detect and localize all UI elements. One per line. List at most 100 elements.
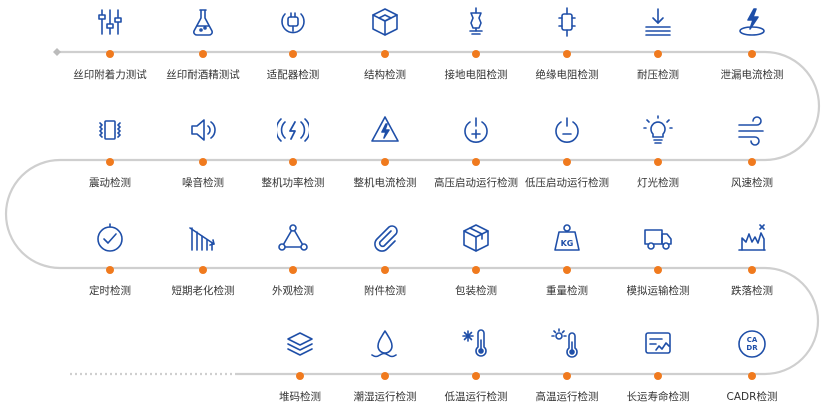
item-label: 跌落检测 (731, 285, 773, 297)
item-label: 重量检测 (546, 285, 588, 297)
step-dot (381, 50, 389, 58)
inspection-item[interactable]: 低温运行检测 (426, 328, 526, 418)
inspection-item[interactable]: 短期老化检测 (153, 222, 253, 312)
inspection-item[interactable]: 接地电阻检测 (426, 6, 526, 96)
item-label: 包装检测 (455, 285, 497, 297)
item-label: 低温运行检测 (444, 391, 508, 403)
step-dot (654, 50, 662, 58)
inspection-item[interactable]: 结构检测 (335, 6, 435, 96)
step-dot (472, 372, 480, 380)
inspection-item[interactable]: 模拟运输检测 (608, 222, 708, 312)
inspection-item[interactable]: 高压启动运行检测 (426, 114, 526, 204)
triangle-nodes-icon (277, 222, 309, 254)
inspection-item[interactable]: 噪音检测 (153, 114, 253, 204)
delivery-truck-icon (642, 222, 674, 254)
inspection-item[interactable]: 绝缘电阻检测 (517, 6, 617, 96)
inspection-item[interactable]: 外观检测 (243, 222, 343, 312)
inspection-item[interactable]: 整机电流检测 (335, 114, 435, 204)
inspection-item[interactable]: 泄漏电流检测 (702, 6, 802, 96)
step-dot (199, 266, 207, 274)
life-test-card-icon (642, 328, 674, 360)
item-label: 噪音检测 (182, 177, 224, 189)
inspection-item[interactable]: 丝印附着力测试 (60, 6, 160, 96)
item-label: 绝缘电阻检测 (535, 69, 599, 81)
item-label: 整机功率检测 (261, 177, 325, 189)
water-drop-icon (369, 328, 401, 360)
step-dot (289, 50, 297, 58)
wind-icon (736, 114, 768, 146)
weight-kg-icon: KG (551, 222, 583, 254)
power-plus-icon (460, 114, 492, 146)
stack-layers-icon (284, 328, 316, 360)
item-label: 定时检测 (89, 285, 131, 297)
item-label: 整机电流检测 (353, 177, 417, 189)
package-box-icon (460, 222, 492, 254)
item-label: 耐压检测 (637, 69, 679, 81)
inspection-item[interactable]: 包装检测 (426, 222, 526, 312)
pressure-down-icon (642, 6, 674, 38)
item-label: 灯光检测 (637, 177, 679, 189)
step-dot (563, 50, 571, 58)
inspection-item[interactable]: 高温运行检测 (517, 328, 617, 418)
inspection-item[interactable]: 丝印耐酒精测试 (153, 6, 253, 96)
leakage-bolt-icon (736, 6, 768, 38)
inspection-item[interactable]: 跌落检测 (702, 222, 802, 312)
step-dot (563, 372, 571, 380)
step-dot (748, 158, 756, 166)
step-dot (654, 266, 662, 274)
step-dot (106, 158, 114, 166)
step-dot (381, 158, 389, 166)
inspection-item[interactable]: KG 重量检测 (517, 222, 617, 312)
adapter-plug-icon (277, 6, 309, 38)
step-dot (296, 372, 304, 380)
power-minus-icon (551, 114, 583, 146)
item-label: 结构检测 (364, 69, 406, 81)
item-label: CADR检测 (726, 391, 778, 403)
step-dot (106, 50, 114, 58)
track-start-marker (53, 48, 61, 56)
process-track (4, 48, 821, 376)
step-dot (748, 372, 756, 380)
inspection-item[interactable]: 适配器检测 (243, 6, 343, 96)
inspection-item[interactable]: 风速检测 (702, 114, 802, 204)
item-label: 低压启动运行检测 (525, 177, 609, 189)
power-signal-icon (277, 114, 309, 146)
ground-resistor-icon (460, 6, 492, 38)
item-label: 外观检测 (272, 285, 314, 297)
inspection-item[interactable]: 耐压检测 (608, 6, 708, 96)
inspection-item[interactable]: 堆码检测 (250, 328, 350, 418)
inspection-item[interactable]: 低压启动运行检测 (517, 114, 617, 204)
step-dot (654, 158, 662, 166)
inspection-item[interactable]: 震动检测 (60, 114, 160, 204)
step-dot (748, 50, 756, 58)
inspection-item[interactable]: 附件检测 (335, 222, 435, 312)
paperclip-icon (369, 222, 401, 254)
inspection-item[interactable]: 定时检测 (60, 222, 160, 312)
step-dot (563, 266, 571, 274)
step-dot (106, 266, 114, 274)
item-label: 高温运行检测 (535, 391, 599, 403)
step-dot (381, 372, 389, 380)
step-dot (654, 372, 662, 380)
item-label: 短期老化检测 (171, 285, 235, 297)
item-label: 丝印耐酒精测试 (166, 69, 240, 81)
step-dot (563, 158, 571, 166)
snow-thermometer-icon (460, 328, 492, 360)
item-label: 震动检测 (89, 177, 131, 189)
step-dot (472, 50, 480, 58)
aging-chart-icon (187, 222, 219, 254)
inspection-item[interactable]: 长运寿命检测 (608, 328, 708, 418)
svg-text:DR: DR (746, 344, 758, 352)
inspection-item[interactable]: 整机功率检测 (243, 114, 343, 204)
inspection-item[interactable]: 灯光检测 (608, 114, 708, 204)
drop-test-icon (736, 222, 768, 254)
item-label: 接地电阻检测 (444, 69, 508, 81)
light-bulb-icon (642, 114, 674, 146)
item-label: 适配器检测 (266, 69, 320, 81)
step-dot (381, 266, 389, 274)
step-dot (472, 158, 480, 166)
cube-structure-icon (369, 6, 401, 38)
step-dot (748, 266, 756, 274)
inspection-item[interactable]: 潮湿运行检测 (335, 328, 435, 418)
